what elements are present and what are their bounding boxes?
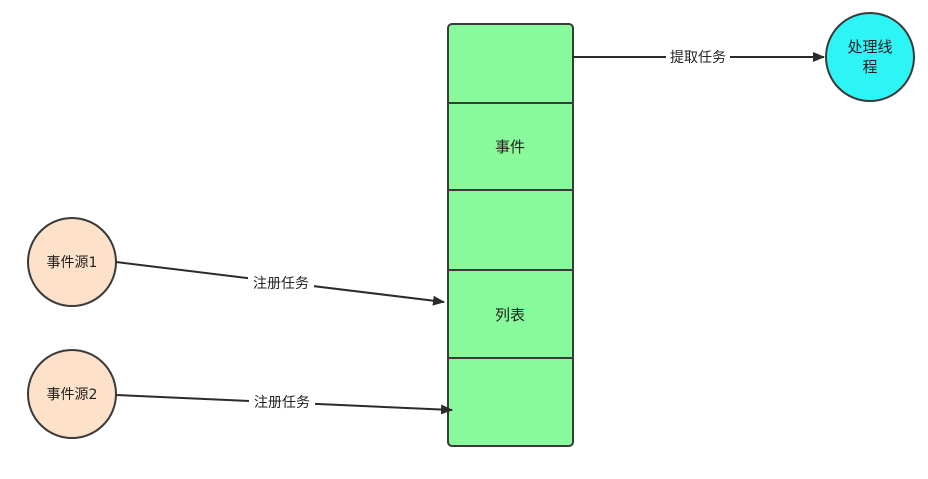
- register-task-label-2: 注册任务: [254, 395, 310, 411]
- processing-thread-label-line2: 程: [862, 58, 877, 76]
- processing-thread-node: 处理线 程: [825, 12, 915, 102]
- register-task-edge-2: 注册任务: [115, 393, 453, 415]
- event-source-2-label: 事件源2: [47, 387, 98, 403]
- fetch-task-label: 提取任务: [670, 50, 726, 66]
- fetch-task-edge: 提取任务: [573, 48, 825, 66]
- fetch-task-label-bg: [666, 48, 730, 66]
- queue-border: [447, 23, 574, 447]
- event-source-1-label: 事件源1: [47, 255, 98, 271]
- register-task-label-2-bg: [249, 393, 315, 411]
- processing-thread-label-line1: 处理线: [847, 38, 892, 56]
- register-task-label-1-bg: [248, 274, 314, 292]
- register-task-edge-1: 注册任务: [115, 261, 445, 306]
- register-task-label-1: 注册任务: [253, 276, 309, 292]
- event-queue: 事件 列表: [447, 23, 574, 447]
- event-source-1-node: 事件源1: [27, 217, 117, 307]
- processing-thread-circle: [825, 12, 915, 102]
- event-source-2-node: 事件源2: [27, 349, 117, 439]
- event-source-2-circle: [27, 349, 117, 439]
- queue-segment-label: 事件: [495, 138, 525, 156]
- queue-segment-label: 列表: [495, 306, 525, 324]
